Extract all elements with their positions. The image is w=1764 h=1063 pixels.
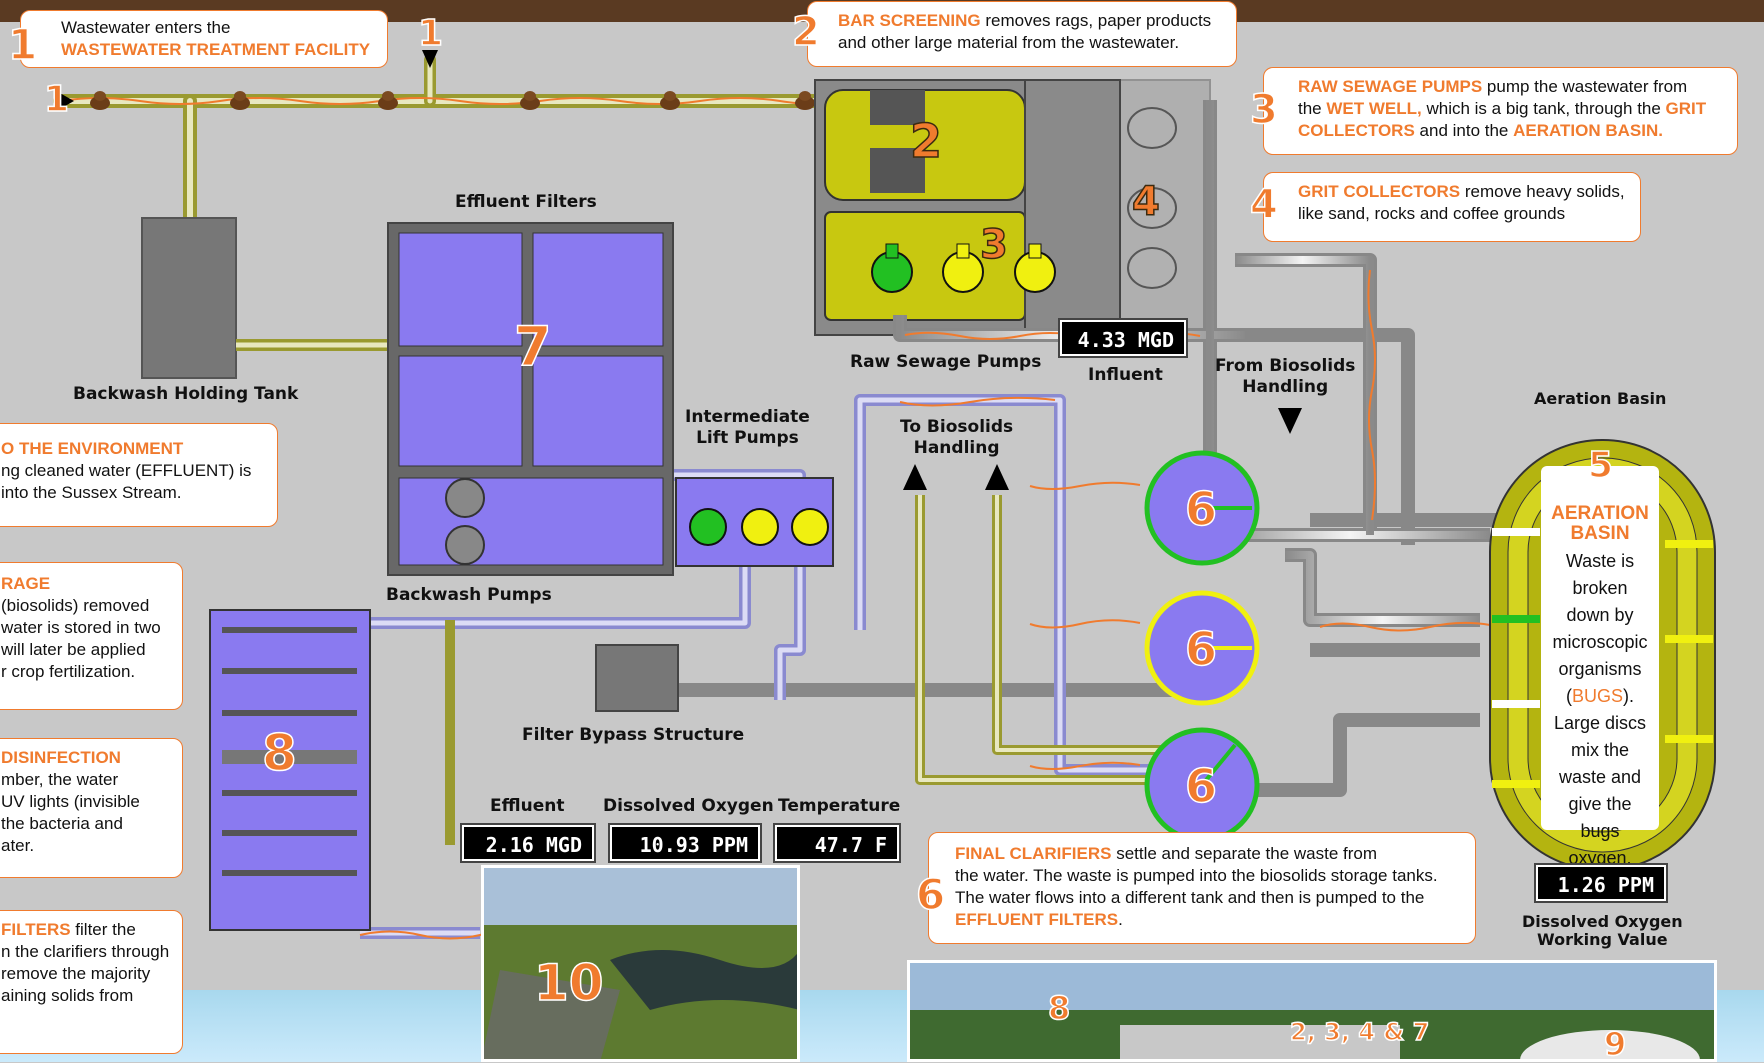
- biosolids-out-arrow-icon: [903, 464, 927, 490]
- callout-left-environment: O THE ENVIRONMENT ng cleaned water (EFFL…: [0, 423, 278, 527]
- temperature-label: Temperature: [778, 796, 901, 816]
- step-number-5: 5: [1587, 445, 1614, 486]
- to-biosolids-label: To Biosolids Handling: [900, 417, 1014, 458]
- biosolids-storage-tanks: [209, 609, 371, 931]
- from-biosolids-label: From Biosolids Handling: [1215, 356, 1356, 397]
- poop-icon: [795, 91, 815, 110]
- step-number-10: 10: [533, 954, 604, 1012]
- do-working-readout: 1.26 PPM: [1534, 863, 1668, 903]
- callout-1: Wastewater enters the WASTEWATER TREATME…: [20, 10, 388, 68]
- step-number-4: 4: [1249, 182, 1278, 228]
- step-number-2: 2: [909, 114, 943, 168]
- step-number-6: 6: [915, 870, 946, 919]
- backwash-holding-tank: [141, 217, 400, 379]
- callout-4: GRIT COLLECTORS remove heavy solids, lik…: [1263, 172, 1641, 242]
- effluent-filters: [387, 222, 674, 576]
- stream-photo-frame: [481, 865, 800, 1062]
- poop-icon: [520, 91, 540, 110]
- poop-icon-group: [90, 91, 815, 110]
- backwash-holding-tank-label: Backwash Holding Tank: [73, 384, 299, 404]
- callout-left-storage: RAGE (biosolids) removed water is stored…: [0, 562, 183, 710]
- step-number-3: 3: [979, 222, 1008, 268]
- raw-sewage-pumps: [871, 243, 1056, 293]
- intermediate-lift-pumps-label: Intermediate Lift Pumps: [685, 407, 810, 448]
- callout-3: RAW SEWAGE PUMPS pump the wastewater fro…: [1263, 67, 1738, 155]
- step-number-1: 1: [7, 20, 38, 69]
- influent-label: Influent: [1088, 365, 1163, 385]
- backwash-pumps-label: Backwash Pumps: [386, 585, 552, 605]
- dissolved-oxygen-label: Dissolved Oxygen: [603, 796, 774, 816]
- facility-photo-frame: [907, 960, 1717, 1062]
- flow-arrow-icon: [422, 50, 438, 68]
- callout-6: FINAL CLARIFIERS settle and separate the…: [928, 832, 1476, 944]
- photo-label-9: 9: [1603, 1025, 1627, 1063]
- step-number-3: 3: [1249, 87, 1278, 133]
- stream-photo: [481, 865, 800, 1062]
- effluent-label: Effluent: [490, 796, 565, 816]
- step-number-6: 6: [1184, 622, 1218, 676]
- effluent-filters-label: Effluent Filters: [455, 192, 597, 212]
- poop-icon: [230, 91, 250, 110]
- flow-arrow-icon: [58, 92, 74, 110]
- biosolids-in-arrow-icon: [1278, 408, 1302, 434]
- poop-icon: [90, 91, 110, 110]
- temperature-readout: 47.7 F: [773, 823, 901, 863]
- facility-photo: [907, 960, 1717, 1062]
- influent-readout: 4.33 MGD: [1058, 318, 1188, 358]
- step-number-7: 7: [513, 315, 552, 378]
- filter-bypass-structure: [595, 644, 679, 712]
- step-number-2: 2: [791, 9, 820, 55]
- step-number-8: 8: [261, 724, 297, 782]
- poop-icon: [660, 91, 680, 110]
- aeration-basin-callout: AERATION BASIN Waste is broken down by m…: [1541, 466, 1659, 868]
- photo-label-2347: 2, 3, 4 & 7: [1289, 1018, 1430, 1046]
- callout-left-disinfection: DISINFECTION mber, the water UV lights (…: [0, 738, 183, 878]
- aeration-basin-label: Aeration Basin: [1534, 389, 1667, 408]
- step-number-6: 6: [1184, 482, 1218, 536]
- step-number-1: 1: [43, 79, 70, 120]
- filter-bypass-structure-label: Filter Bypass Structure: [522, 725, 745, 745]
- do-working-value-label: Dissolved Oxygen Working Value: [1522, 912, 1683, 949]
- intermediate-lift-pumps: [675, 477, 834, 567]
- photo-label-8: 8: [1047, 989, 1071, 1027]
- step-number-1: 1: [417, 13, 444, 54]
- callout-left-filters: FILTERS filter the n the clarifiers thro…: [0, 910, 183, 1054]
- step-number-6: 6: [1184, 759, 1218, 813]
- poop-icon: [378, 91, 398, 110]
- biosolids-out-arrow-icon: [985, 464, 1009, 490]
- step-number-4: 4: [1131, 179, 1160, 225]
- callout-2: BAR SCREENING removes rags, paper produc…: [807, 1, 1237, 67]
- effluent-readout: 2.16 MGD: [460, 823, 596, 863]
- influent-pipe: [53, 54, 831, 227]
- raw-sewage-pumps-label: Raw Sewage Pumps: [850, 352, 1042, 372]
- dissolved-oxygen-readout: 10.93 PPM: [608, 823, 762, 863]
